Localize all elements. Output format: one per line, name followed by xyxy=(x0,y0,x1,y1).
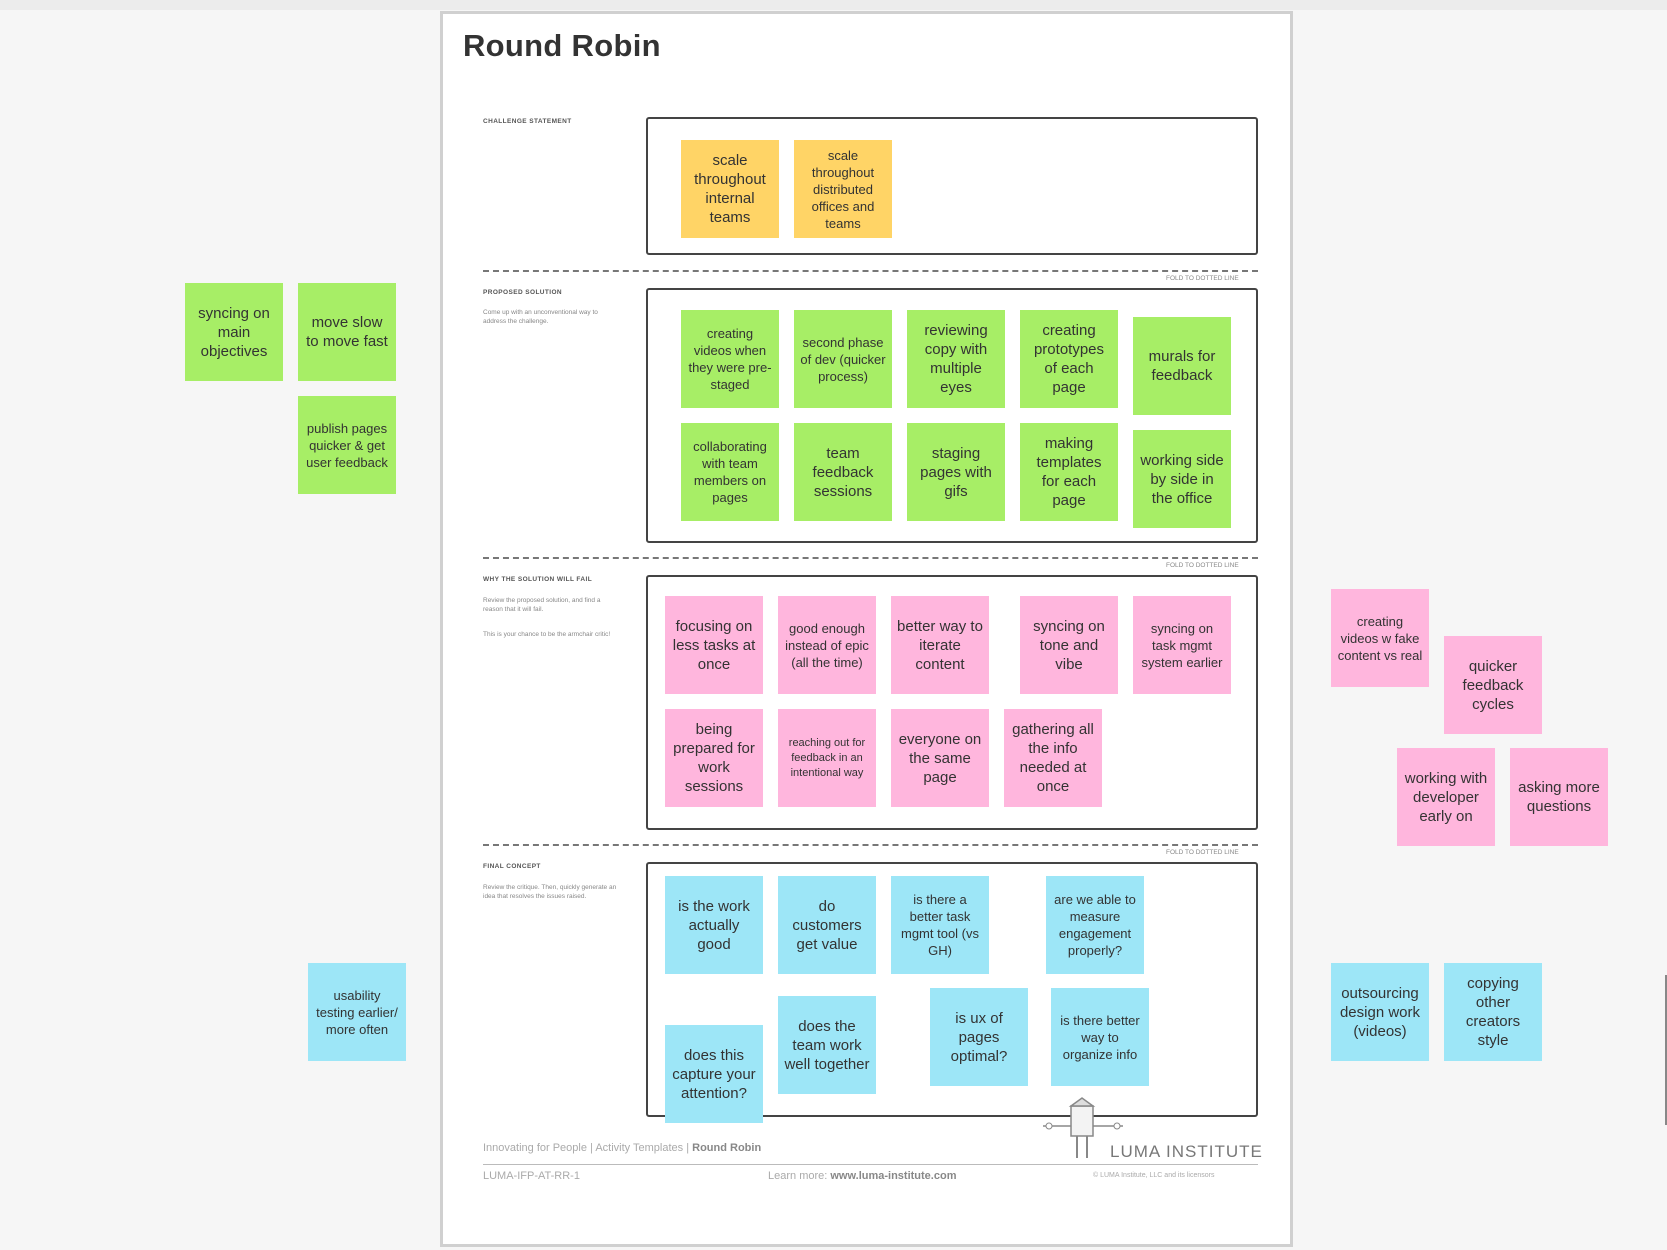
sticky-note[interactable]: is ux of pages optimal? xyxy=(930,988,1028,1086)
section-description: Review the proposed solution, and find a… xyxy=(483,597,601,613)
sticky-note[interactable]: usability testing earlier/ more often xyxy=(308,963,406,1061)
sticky-note[interactable]: reaching out for feedback in an intentio… xyxy=(778,709,876,807)
sticky-note[interactable]: is there a better task mgmt tool (vs GH) xyxy=(891,876,989,974)
sticky-note[interactable]: are we able to measure engagement proper… xyxy=(1046,876,1144,974)
fold-line xyxy=(483,270,1258,272)
sticky-note[interactable]: is there better way to organize info xyxy=(1051,988,1149,1086)
sticky-note[interactable]: scale throughout internal teams xyxy=(681,140,779,238)
scrollbar[interactable] xyxy=(1665,975,1667,1125)
section-label-challenge: CHALLENGE STATEMENT xyxy=(483,118,572,125)
sticky-note[interactable]: quicker feedback cycles xyxy=(1444,636,1542,734)
sticky-note[interactable]: syncing on main objectives xyxy=(185,283,283,381)
sticky-note[interactable]: publish pages quicker & get user feedbac… xyxy=(298,396,396,494)
round-robin-board: Round Robin CHALLENGE STATEMENT scale th… xyxy=(440,11,1293,1247)
sticky-note[interactable]: copying other creators style xyxy=(1444,963,1542,1061)
sticky-note[interactable]: working side by side in the office xyxy=(1133,430,1231,528)
section-description: Come up with an unconventional way to ad… xyxy=(483,309,598,325)
sticky-note[interactable]: is the work actually good xyxy=(665,876,763,974)
sticky-note[interactable]: team feedback sessions xyxy=(794,423,892,521)
luma-mascot-icon xyxy=(1043,1097,1123,1158)
fold-label: FOLD TO DOTTED LINE xyxy=(1166,562,1239,569)
sticky-note[interactable]: does this capture your attention? xyxy=(665,1025,763,1123)
sticky-note[interactable]: everyone on the same page xyxy=(891,709,989,807)
sticky-note[interactable]: being prepared for work sessions xyxy=(665,709,763,807)
sticky-note[interactable]: does the team work well together xyxy=(778,996,876,1094)
sticky-note[interactable]: good enough instead of epic (all the tim… xyxy=(778,596,876,694)
sticky-note[interactable]: outsourcing design work (videos) xyxy=(1331,963,1429,1061)
sticky-note[interactable]: making templates for each page xyxy=(1020,423,1118,521)
fold-line xyxy=(483,557,1258,559)
sticky-note[interactable]: do customers get value xyxy=(778,876,876,974)
sticky-note[interactable]: creating videos w fake content vs real xyxy=(1331,589,1429,687)
fold-line xyxy=(483,844,1258,846)
sticky-note[interactable]: working with developer early on xyxy=(1397,748,1495,846)
footer-divider xyxy=(483,1164,1258,1165)
luma-link[interactable]: www.luma-institute.com xyxy=(830,1170,957,1182)
sticky-note[interactable]: gathering all the info needed at once xyxy=(1004,709,1102,807)
section-label-solution: PROPOSED SOLUTION xyxy=(483,289,563,296)
sticky-note[interactable]: staging pages with gifs xyxy=(907,423,1005,521)
learn-more: Learn more: www.luma-institute.com xyxy=(768,1170,957,1182)
section-description: This is your chance to be the armchair c… xyxy=(483,631,611,638)
section-label-fail: WHY THE SOLUTION WILL FAIL xyxy=(483,576,593,583)
sticky-note[interactable]: better way to iterate content xyxy=(891,596,989,694)
sticky-note[interactable]: creating prototypes of each page xyxy=(1020,310,1118,408)
footer-breadcrumb: Innovating for People | Activity Templat… xyxy=(483,1142,762,1154)
sticky-note[interactable]: focusing on less tasks at once xyxy=(665,596,763,694)
sticky-note[interactable]: reviewing copy with multiple eyes xyxy=(907,310,1005,408)
sticky-note[interactable]: murals for feedback xyxy=(1133,317,1231,415)
section-label-final: FINAL CONCEPT xyxy=(483,863,541,870)
sticky-note[interactable]: second phase of dev (quicker process) xyxy=(794,310,892,408)
top-toolbar-strip xyxy=(0,0,1667,10)
sticky-note[interactable]: syncing on task mgmt system earlier xyxy=(1133,596,1231,694)
sticky-note[interactable]: syncing on tone and vibe xyxy=(1020,596,1118,694)
section-description: Review the critique. Then, quickly gener… xyxy=(483,884,617,900)
sticky-note[interactable]: collaborating with team members on pages xyxy=(681,423,779,521)
template-code: LUMA-IFP-AT-RR-1 xyxy=(483,1170,580,1182)
fold-label: FOLD TO DOTTED LINE xyxy=(1166,849,1239,856)
sticky-note[interactable]: creating videos when they were pre-stage… xyxy=(681,310,779,408)
sticky-note[interactable]: asking more questions xyxy=(1510,748,1608,846)
board-title: Round Robin xyxy=(463,28,661,63)
sticky-note[interactable]: scale throughout distributed offices and… xyxy=(794,140,892,238)
copyright: © LUMA Institute, LLC and its licensors xyxy=(1093,1172,1215,1179)
sticky-note[interactable]: move slow to move fast xyxy=(298,283,396,381)
luma-institute-logo: LUMA INSTITUTE xyxy=(1110,1142,1263,1161)
fold-label: FOLD TO DOTTED LINE xyxy=(1166,275,1239,282)
